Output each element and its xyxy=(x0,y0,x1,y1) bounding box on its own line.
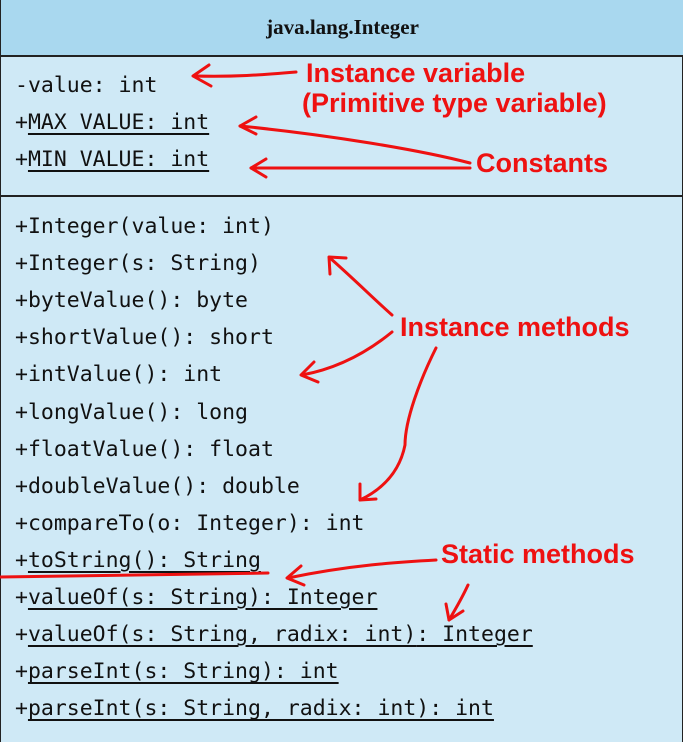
method-row: +byteValue(): byte xyxy=(15,287,248,315)
arrow-instance-methods-intvalue xyxy=(300,330,394,377)
visibility-marker: + xyxy=(15,622,28,648)
method-signature: Integer(value: int) xyxy=(27,214,274,239)
method-signature: Integer(s: String) xyxy=(27,251,261,277)
method-row: +shortValue(): short xyxy=(15,324,274,352)
class-name-compartment: java.lang.Integer xyxy=(1,0,683,57)
method-row: +Integer(value: int) xyxy=(15,213,274,241)
visibility-marker: + xyxy=(15,473,28,499)
arrowhead-static-tostring xyxy=(285,564,306,587)
attribute-row: +MIN_VALUE: int xyxy=(15,146,209,174)
highlight-line-tostring xyxy=(0,571,270,579)
arrow-instance-variable xyxy=(192,70,298,78)
method-signature: parseInt(s: String): int xyxy=(27,659,339,685)
method-signature: intValue(): int xyxy=(27,362,223,388)
arrowhead-instance-variable xyxy=(191,63,213,88)
method-signature: valueOf(s: String, radix: int) xyxy=(27,622,417,648)
visibility-marker: - xyxy=(15,73,28,98)
arrowhead-constants-max xyxy=(238,115,258,136)
arrowhead-instance-methods-intvalue xyxy=(299,360,320,384)
attribute-row: -value: int xyxy=(15,72,157,100)
arrow-static-tostring xyxy=(286,558,438,580)
arrow-constants-max xyxy=(238,124,472,165)
method-row: +toString(): String xyxy=(15,547,261,575)
method-signature: toString(): String xyxy=(27,547,261,573)
method-row: +valueOf(s: String): Integer xyxy=(15,584,377,612)
method-row: +valueOf(s: String, radix: int): Integer xyxy=(15,621,533,649)
visibility-marker: + xyxy=(15,362,28,388)
arrowhead-instance-methods-double xyxy=(358,482,378,502)
class-name: java.lang.Integer xyxy=(266,15,419,39)
method-row: +longValue(): long xyxy=(15,399,248,427)
visibility-marker: + xyxy=(15,288,28,314)
method-row: +parseInt(s: String): int xyxy=(15,658,339,686)
attribute-text: MAX_VALUE: int xyxy=(27,110,210,135)
visibility-marker: + xyxy=(15,147,28,172)
method-row: +Integer(s: String) xyxy=(15,250,261,278)
method-row: +intValue(): int xyxy=(15,361,222,389)
arrowhead-instance-methods-constructor xyxy=(327,255,348,276)
method-signature: byteValue(): byte xyxy=(27,288,249,314)
method-signature: doubleValue(): double xyxy=(27,473,300,499)
attribute-row: +MAX_VALUE: int xyxy=(15,109,209,137)
attribute-text: value: int xyxy=(27,73,158,98)
annotation-instance-methods: Instance methods xyxy=(400,312,630,342)
annotation-constants: Constants xyxy=(476,148,609,178)
attribute-text: MIN_VALUE: int xyxy=(27,147,210,172)
visibility-marker: + xyxy=(15,547,28,573)
visibility-marker: + xyxy=(15,659,28,685)
method-signature: valueOf(s: String): Integer xyxy=(27,585,378,610)
method-row: +parseInt(s: String, radix: int): int xyxy=(15,695,494,723)
visibility-marker: + xyxy=(15,251,28,277)
method-row: +floatValue(): float xyxy=(15,436,274,464)
method-return-type: : Integer xyxy=(416,622,533,648)
method-signature: floatValue(): float xyxy=(27,436,274,462)
arrowhead-constants-min xyxy=(249,157,268,179)
visibility-marker: + xyxy=(15,110,28,135)
arrow-instance-methods-double xyxy=(358,346,438,502)
annotation-primitive-type: (Primitive type variable) xyxy=(302,88,607,118)
arrowhead-static-valueof xyxy=(444,602,465,622)
visibility-marker: + xyxy=(15,696,28,722)
method-row: +compareTo(o: Integer): int xyxy=(15,510,365,538)
visibility-marker: + xyxy=(15,585,28,610)
annotation-instance-variable: Instance variable xyxy=(306,58,526,88)
visibility-marker: + xyxy=(15,399,28,425)
visibility-marker: + xyxy=(15,436,28,462)
annotation-static-methods: Static methods xyxy=(441,539,635,569)
method-signature: shortValue(): short xyxy=(27,325,274,351)
visibility-marker: + xyxy=(15,325,28,351)
compartment-divider xyxy=(1,195,683,197)
method-row: +doubleValue(): double xyxy=(15,473,300,501)
visibility-marker: + xyxy=(15,510,28,536)
visibility-marker: + xyxy=(15,214,28,239)
method-signature: parseInt(s: String, radix: int): int xyxy=(27,696,494,722)
method-signature: compareTo(o: Integer): int xyxy=(27,510,365,536)
arrow-instance-methods-constructor xyxy=(328,256,394,317)
method-signature: longValue(): long xyxy=(27,399,249,425)
